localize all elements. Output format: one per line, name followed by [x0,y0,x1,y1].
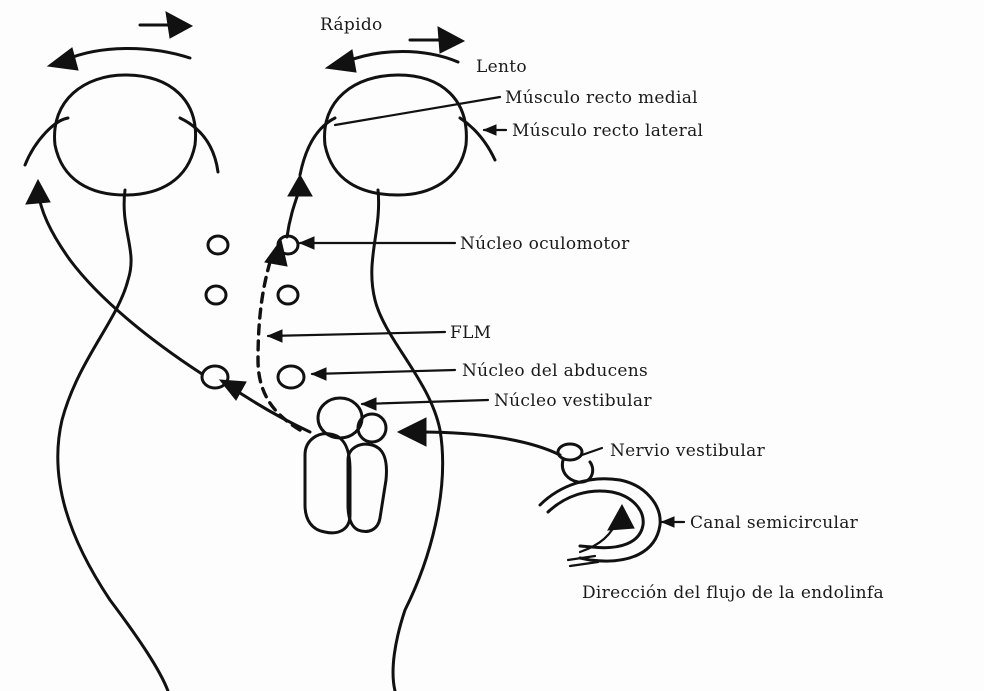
leader-vestibular-nucleus [362,400,488,404]
label-flm: FLM [450,323,491,343]
left-trochlear-nucleus [206,286,226,304]
label-nucleo-abducens: Núcleo del abducens [462,361,648,381]
vestibular-nucleus-small [358,414,386,442]
vestibular-ganglion [558,444,582,460]
vestibular-nucleus-lower-right [348,444,386,531]
left-eye-fast-arrowhead [166,12,192,38]
left-eye-slow-arrowhead [48,48,78,70]
left-oculomotor-nucleus [208,236,228,254]
label-direccion-flujo: Dirección del flujo de la endolinfa [582,583,884,603]
leader-abducens-arrowhead [312,368,326,380]
leader-canal-arrowhead [662,517,674,527]
left-eye-orbit-right [180,118,218,172]
leader-oculomotor-arrowhead [300,237,314,249]
right-abducens-nucleus [278,366,304,388]
right-eye-orbit-left [300,118,335,175]
brainstem-right-outline [372,190,443,691]
label-musculo-recto-medial: Músculo recto medial [505,88,698,108]
label-nervio-vestibular: Nervio vestibular [610,441,766,461]
right-medial-rectus-arrowhead [288,175,312,196]
label-lento: Lento [476,57,527,77]
abducens-input-arrowhead [220,380,246,400]
right-eye-slow-arc [345,52,458,63]
leader-vestibular-nerve [582,448,602,455]
flm-to-oculomotor-arrowhead [265,240,287,266]
left-eye-slow-arc [65,48,190,60]
label-canal-semicircular: Canal semicircular [690,513,859,533]
label-nucleo-oculomotor: Núcleo oculomotor [460,234,630,254]
endolymph-flow-arrowhead [608,505,634,530]
vestibular-nucleus-upper [318,398,362,438]
label-nucleo-vestibular: Núcleo vestibular [494,391,652,411]
right-eye-slow-arrowhead [326,50,356,72]
right-eye-globe [325,75,467,195]
right-trochlear-nucleus [278,286,298,304]
abducens-to-left-eye-path [38,190,202,374]
left-eye-orbit-left [25,118,68,165]
label-musculo-recto-lateral: Músculo recto lateral [512,121,703,141]
leader-vestibular-nucleus-arrowhead [362,398,376,410]
leader-abducens [312,370,455,374]
label-rapido: Rápido [320,15,383,35]
vestibular-nucleus-lower-left [305,434,350,533]
vestibular-nerve-arrowhead [398,418,426,446]
leader-lateral-rectus-arrowhead [484,125,496,135]
right-eye-fast-arrowhead [438,27,464,53]
left-lateral-rectus-arrowhead [26,180,50,204]
leader-flm-arrowhead [268,330,282,342]
leader-medial-rectus [335,97,500,125]
leader-flm [268,332,445,336]
left-eye-globe [55,75,196,195]
